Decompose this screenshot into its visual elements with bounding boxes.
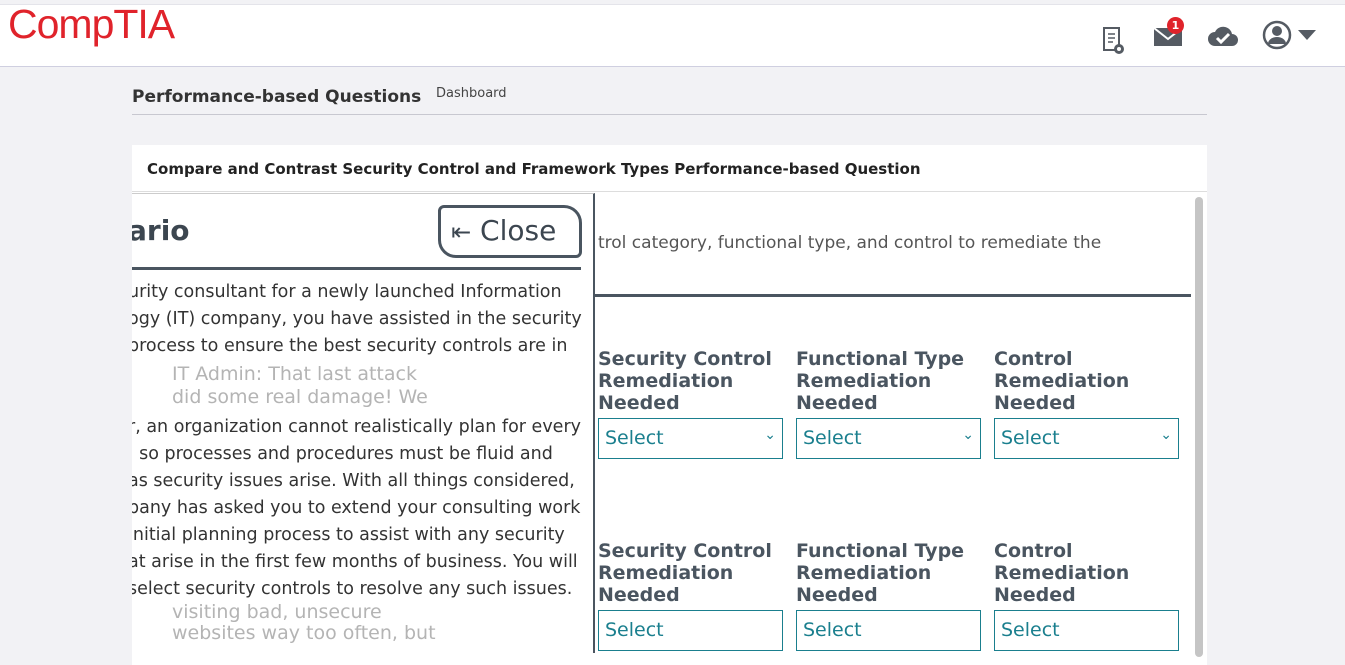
scenario-line: at arise in the first few months of busi… bbox=[132, 552, 578, 572]
page-title: Performance-based Questions bbox=[132, 87, 422, 107]
select-value: Select bbox=[605, 619, 664, 641]
scenario-panel: ario ⇤ Close urity consultant for a newl… bbox=[132, 193, 595, 653]
chevron-down-icon: ⌄ bbox=[962, 427, 974, 443]
functional-type-select[interactable]: Select ⌄ bbox=[796, 418, 981, 459]
divider bbox=[132, 191, 1207, 192]
column-header: Control Remediation Needed bbox=[994, 348, 1130, 414]
scenario-heading: ario bbox=[132, 214, 190, 247]
column-header: Functional Type Remediation Needed bbox=[796, 540, 965, 606]
select-value: Select bbox=[1001, 427, 1060, 449]
divider bbox=[595, 294, 1191, 297]
top-bar: CompTIA bbox=[0, 1, 1345, 67]
column-header: Security Control Remediation Needed bbox=[598, 348, 772, 414]
scenario-bubble-text: IT Admin: That last attack bbox=[172, 363, 417, 385]
certificate-icon[interactable] bbox=[1102, 27, 1126, 55]
close-button[interactable]: ⇤ Close bbox=[438, 205, 582, 258]
scenario-line: r, an organization cannot realistically … bbox=[132, 417, 582, 437]
scenario-bubble-text: websites way too often, but bbox=[172, 622, 436, 644]
scenario-line: urity consultant for a newly launched In… bbox=[132, 282, 562, 302]
divider bbox=[132, 114, 1207, 115]
scenario-line: initial planning process to assist with … bbox=[132, 525, 565, 545]
scenario-line: pany has asked you to extend your consul… bbox=[132, 498, 581, 518]
select-value: Select bbox=[1001, 619, 1060, 641]
comptia-logo[interactable]: CompTIA bbox=[8, 1, 175, 47]
scenario-bubble-text: visiting bad, unsecure bbox=[172, 601, 382, 623]
chevron-down-icon: ⌄ bbox=[764, 427, 776, 443]
control-remediation-select[interactable]: Select ⌄ bbox=[994, 418, 1179, 459]
divider bbox=[132, 267, 581, 270]
close-panel-icon: ⇤ bbox=[451, 218, 472, 246]
scenario-line: , so processes and procedures must be fl… bbox=[132, 444, 553, 464]
mail-badge: 1 bbox=[1167, 17, 1184, 34]
chevron-down-icon: ⌄ bbox=[1160, 427, 1172, 443]
caret-down-icon[interactable] bbox=[1298, 30, 1316, 40]
scenario-line: as security issues arise. With all thing… bbox=[132, 471, 575, 491]
column-header: Control Remediation Needed bbox=[994, 540, 1130, 606]
select-value: Select bbox=[605, 427, 664, 449]
column-header: Security Control Remediation Needed bbox=[598, 540, 772, 606]
select-value: Select bbox=[803, 427, 862, 449]
security-control-select[interactable]: Select bbox=[598, 610, 783, 651]
dashboard-link[interactable]: Dashboard bbox=[436, 86, 507, 101]
scenario-line: select security controls to resolve any … bbox=[132, 579, 573, 599]
control-remediation-select[interactable]: Select bbox=[994, 610, 1179, 651]
scenario-line: process to ensure the best security cont… bbox=[132, 336, 568, 356]
cloud-check-icon[interactable] bbox=[1207, 24, 1239, 48]
close-label: Close bbox=[480, 214, 557, 247]
select-value: Select bbox=[803, 619, 862, 641]
security-control-select[interactable]: Select ⌄ bbox=[598, 418, 783, 459]
instructions-text: trol category, functional type, and cont… bbox=[598, 233, 1102, 253]
scrollbar[interactable] bbox=[1195, 197, 1203, 657]
scenario-line: ogy (IT) company, you have assisted in t… bbox=[132, 309, 582, 329]
functional-type-select[interactable]: Select bbox=[796, 610, 981, 651]
question-title: Compare and Contrast Security Control an… bbox=[147, 160, 921, 178]
user-avatar-icon[interactable] bbox=[1262, 20, 1292, 50]
scenario-bubble-text: did some real damage! We bbox=[172, 386, 428, 408]
column-header: Functional Type Remediation Needed bbox=[796, 348, 965, 414]
